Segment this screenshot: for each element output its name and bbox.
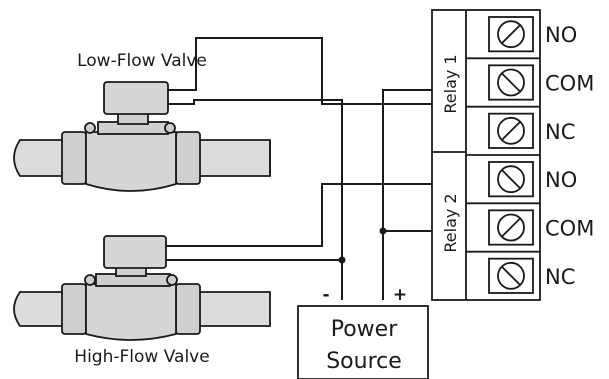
low-flow-valve-body <box>85 131 177 192</box>
power-source-line1: Power <box>331 317 398 342</box>
terminal-label: NO <box>545 23 577 47</box>
terminal-label: NC <box>545 120 575 144</box>
terminal-block: NO COM NC NO COM NC <box>466 16 594 294</box>
low-flow-solenoid <box>103 81 169 115</box>
terminal-label: COM <box>545 72 594 96</box>
screw-slot <box>501 24 521 44</box>
positive-terminal-label: + <box>393 285 407 305</box>
negative-terminal-label: - <box>322 285 329 305</box>
high-flow-solenoid <box>103 235 167 269</box>
screw-slot <box>501 266 521 286</box>
power-source-box <box>297 305 429 379</box>
terminal-row: COM <box>466 202 594 246</box>
low-flow-valve: Low-Flow Valve <box>13 51 271 192</box>
wire-low-flow-to-relay1-no <box>168 37 432 105</box>
screw-slot <box>501 121 521 141</box>
junction-positive <box>379 227 387 235</box>
terminal-row: NC <box>466 250 575 294</box>
low-flow-flange-left <box>61 131 87 185</box>
power-source-line2: Source <box>326 349 402 374</box>
wire-low-flow-to-negative <box>168 99 343 300</box>
terminal-row: NC <box>466 105 575 149</box>
terminal-row: NO <box>466 154 577 198</box>
high-flow-flange-left <box>61 283 87 335</box>
relay-1-label: Relay 1 <box>441 54 460 113</box>
junction-negative <box>338 256 346 264</box>
high-flow-valve-label: High-Flow Valve <box>74 347 209 367</box>
screw-slot <box>501 169 521 189</box>
terminal-label: COM <box>545 217 594 241</box>
terminal-row: NO <box>488 16 577 53</box>
terminal-row: COM <box>466 57 594 101</box>
relay-2-label: Relay 2 <box>441 193 460 252</box>
low-flow-valve-label: Low-Flow Valve <box>77 51 207 71</box>
relay-board: Relay 1 Relay 2 NO COM NC NO COM NC <box>431 9 594 301</box>
screw-slot <box>501 217 521 238</box>
terminal-label: NO <box>545 168 577 192</box>
screw-slot <box>501 72 521 93</box>
high-flow-valve: High-Flow Valve <box>13 235 271 367</box>
high-flow-valve-body <box>85 283 177 341</box>
power-source: Power Source - + <box>297 285 429 379</box>
high-flow-flange-right <box>175 283 201 335</box>
terminal-label: NC <box>545 265 575 289</box>
low-flow-flange-right <box>175 131 201 185</box>
wire-high-flow-to-relay2-no <box>166 183 432 247</box>
